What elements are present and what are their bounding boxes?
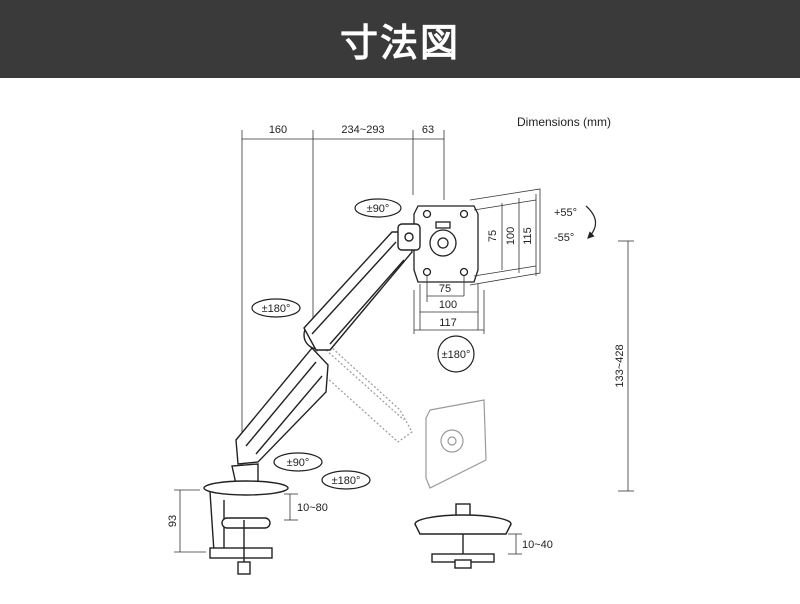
dim-vesa-h-75: 75 [439, 283, 451, 295]
diagram-canvas: Dimensions (mm) 160 234~293 63 75 100 11… [167, 115, 634, 575]
grommet-dimension [508, 533, 522, 555]
dim-vesa-v-115: 115 [522, 227, 534, 245]
desk-clamp [203, 480, 289, 575]
vesa-horizontal-dims [413, 276, 485, 334]
head-swivel-arc-icon [354, 198, 402, 218]
dim-clamp-thickness: 10~80 [297, 502, 328, 514]
dim-grommet-thickness: 10~40 [522, 539, 553, 551]
rot-tilt-down: -55° [554, 232, 574, 244]
grommet-mount [414, 503, 512, 569]
dimension-diagram: Dimensions (mm) 160 234~293 63 75 100 11… [0, 78, 800, 600]
dim-vesa-v-100: 100 [505, 227, 517, 245]
page-title: 寸法図 [339, 20, 460, 65]
dim-reach-arm: 234~293 [341, 124, 384, 136]
vesa-vertical-dims [501, 194, 537, 276]
dim-vesa-v-75: 75 [487, 230, 499, 242]
monitor-arm [231, 223, 421, 485]
dim-clamp-height: 93 [167, 515, 179, 527]
dim-reach-base: 160 [269, 124, 287, 136]
arm-swivel-arc-icon [251, 298, 301, 318]
vesa-plate [413, 205, 479, 283]
screen-rotate-arc-icon [437, 335, 475, 373]
height-dimension [618, 240, 634, 492]
rot-arm-swivel: ±180° [262, 303, 291, 315]
dim-height-range: 133~428 [614, 344, 626, 387]
clamp-dimension [174, 489, 298, 553]
rot-tilt-up: +55° [554, 207, 577, 219]
header-bar: 寸法図 [0, 0, 800, 78]
units-label: Dimensions (mm) [517, 115, 611, 129]
base-swivel-arc-icon [273, 452, 323, 472]
dim-vesa-h-117: 117 [439, 317, 457, 329]
rot-head-swivel: ±90° [367, 203, 390, 215]
rot-screen-rotate: ±180° [442, 349, 471, 361]
dim-depth-plate: 63 [422, 124, 434, 136]
rot-base-swivel: ±90° [287, 457, 310, 469]
tilt-arc-icon [585, 205, 597, 239]
base-rotate-arc-icon [321, 470, 371, 490]
top-dimension-lines [241, 130, 445, 480]
vesa-outline [469, 188, 541, 286]
rot-base-rotate: ±180° [332, 475, 361, 487]
arm-lowered-ghost [315, 333, 413, 443]
dim-vesa-h-100: 100 [439, 299, 457, 311]
vesa-plate-ghost [425, 399, 487, 489]
